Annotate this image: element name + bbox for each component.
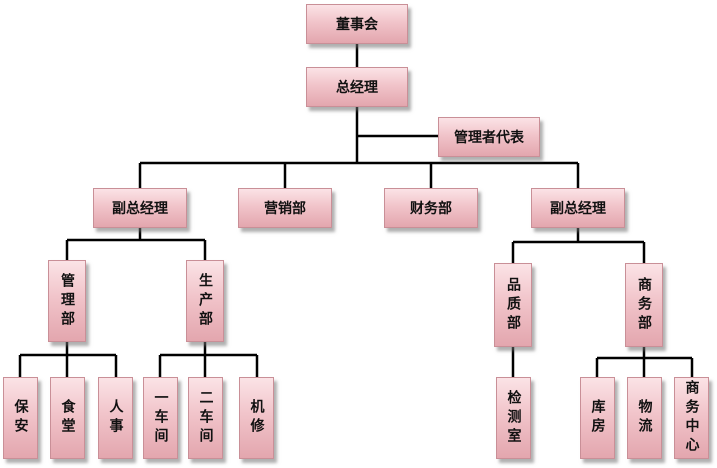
commerce-dept-node: 商务部 (625, 263, 663, 347)
production-dept-label: 生产部 (197, 272, 213, 330)
workshop-2-node: 二车间 (188, 377, 223, 459)
vice-gm-left-node: 副总经理 (93, 188, 187, 228)
quality-dept-label: 品质部 (505, 276, 521, 334)
testing-room-node: 检测室 (496, 377, 531, 459)
maintenance-label: 机修 (248, 399, 265, 437)
logistics-node: 物流 (627, 377, 662, 459)
quality-dept-node: 品质部 (494, 263, 532, 347)
finance-label: 财务部 (410, 201, 452, 217)
security-node: 保安 (3, 377, 38, 459)
vice-gm-right-label: 副总经理 (550, 201, 606, 217)
canteen-label: 食堂 (59, 399, 76, 437)
board-label: 董事会 (336, 17, 378, 33)
finance-node: 财务部 (384, 188, 478, 228)
hr-label: 人事 (107, 399, 124, 437)
general-manager-label: 总经理 (336, 80, 378, 96)
production-dept-node: 生产部 (186, 260, 224, 342)
workshop-1-label: 一车间 (152, 389, 169, 447)
vice-gm-right-node: 副总经理 (531, 188, 625, 228)
workshop-2-label: 二车间 (197, 389, 214, 447)
commerce-dept-label: 商务部 (636, 276, 652, 334)
security-label: 保安 (12, 399, 29, 437)
marketing-label: 营销部 (264, 201, 306, 217)
logistics-label: 物流 (636, 399, 653, 437)
general-manager-node: 总经理 (306, 67, 408, 107)
canteen-node: 食堂 (50, 377, 85, 459)
board-node: 董事会 (306, 4, 408, 44)
management-representative-node: 管理者代表 (438, 117, 540, 157)
warehouse-node: 库房 (580, 377, 615, 459)
hr-node: 人事 (98, 377, 133, 459)
marketing-node: 营销部 (238, 188, 332, 228)
testing-room-label: 检测室 (505, 389, 522, 447)
business-center-label: 商务中心 (683, 380, 700, 456)
warehouse-label: 库房 (589, 399, 606, 437)
vice-gm-left-label: 副总经理 (112, 201, 168, 217)
business-center-node: 商务中心 (674, 377, 709, 459)
management-dept-label: 管理部 (59, 272, 75, 330)
management-dept-node: 管理部 (48, 260, 86, 342)
workshop-1-node: 一车间 (143, 377, 178, 459)
management-representative-label: 管理者代表 (454, 130, 524, 146)
maintenance-node: 机修 (239, 377, 274, 459)
